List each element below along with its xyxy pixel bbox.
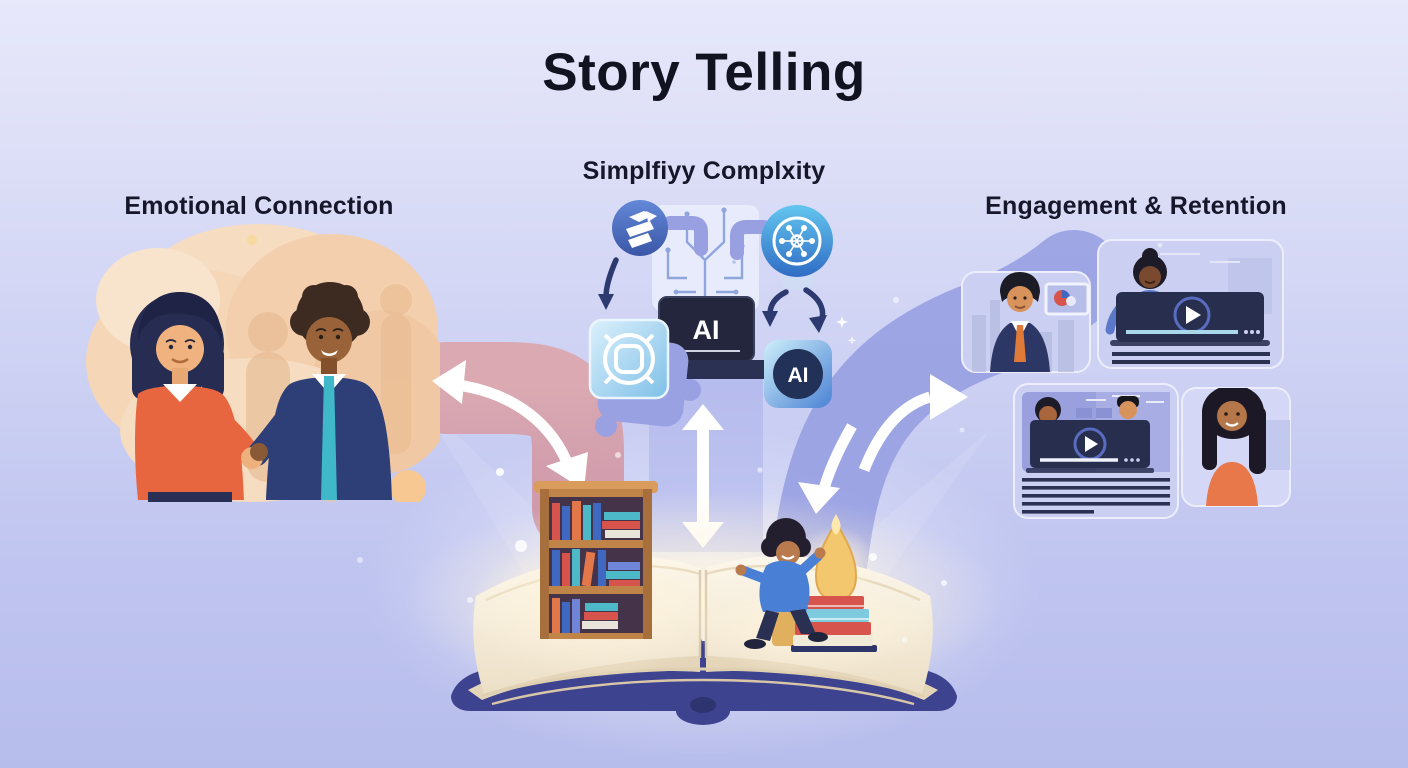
arrow-to-emotional: [432, 360, 588, 490]
child-figure: [735, 518, 828, 649]
sparkle-stars: [836, 316, 857, 345]
connector-pipe-left: [663, 216, 708, 256]
pink-flow-band: [400, 342, 624, 554]
shelf-books-row1: [552, 501, 640, 540]
man-figure: [241, 282, 392, 500]
handshake-illustration: [86, 224, 440, 502]
main-title: Story Telling: [542, 43, 866, 102]
play-icon: [1085, 436, 1098, 452]
bookshelf-illustration: [534, 481, 658, 639]
label-emotional-connection: Emotional Connection: [124, 192, 394, 220]
shelf-books-row3: [552, 598, 618, 633]
layers-icon: [612, 200, 668, 256]
open-book-illustration: [403, 490, 1003, 725]
network-nodes-icon: [761, 205, 833, 290]
video-card-webinar: [1013, 383, 1179, 519]
connector-pipe-right: [730, 220, 771, 260]
play-icon: [1186, 306, 1201, 324]
label-engagement-retention: Engagement & Retention: [985, 192, 1287, 220]
shelf-books-row2: [552, 549, 640, 587]
ai-chip-icon: AI: [764, 340, 832, 408]
video-cards-cluster: [961, 239, 1291, 519]
aperture-target-icon: [588, 318, 701, 437]
ai-chip-label: AI: [788, 364, 809, 387]
ai-icon-cluster: AI AI: [588, 200, 857, 437]
sparkles: [357, 242, 1163, 643]
video-card-player: [1097, 239, 1284, 369]
laptop-screen-label: AI: [693, 315, 720, 345]
label-simplify-complexity: Simplfiyy Complxity: [582, 157, 826, 185]
woman-figure: [130, 292, 261, 502]
arrow-to-engagement: [798, 374, 968, 514]
video-card-presenter: [961, 271, 1091, 373]
child-on-books-illustration: [735, 514, 877, 652]
video-card-viewer: [1181, 387, 1291, 507]
